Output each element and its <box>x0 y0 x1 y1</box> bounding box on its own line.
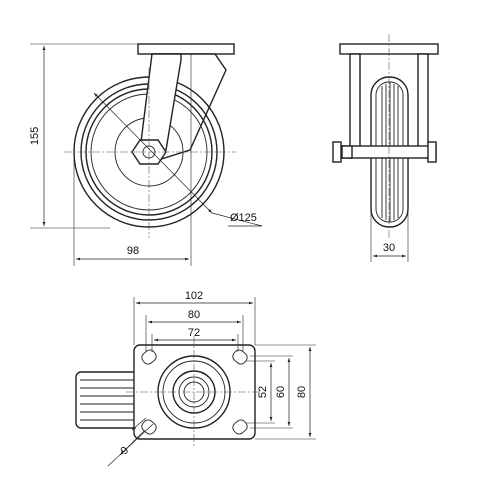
dim-label-overall-height: 155 <box>29 127 41 145</box>
dim-label-hole-span-x: 80 <box>188 309 200 321</box>
dim-label-offset: 98 <box>127 245 139 257</box>
side-view <box>64 43 236 238</box>
dim-label-plate-depth: 80 <box>296 386 308 398</box>
dim-label-wheel-width: 30 <box>383 242 395 254</box>
dim-wheel-diameter: Ø125 <box>93 92 263 227</box>
front-axle-nut-right <box>427 141 437 163</box>
dim-label-slot-span-y: 52 <box>257 386 269 398</box>
side-top-plate <box>137 43 235 55</box>
top-hole-br <box>232 419 248 435</box>
dim-hole-span-y: 60 <box>250 355 293 429</box>
front-fork-left <box>349 53 361 159</box>
dim-slot-span-y: 52 <box>246 360 275 424</box>
dim-label-hole-span-y: 60 <box>275 386 287 398</box>
front-axle-washer <box>341 145 353 159</box>
front-axle-head-left <box>332 141 342 163</box>
front-view <box>332 34 439 240</box>
dim-wheel-width: 30 <box>370 200 409 262</box>
top-hole-tl <box>141 349 157 365</box>
dim-hole-span-x: 80 <box>145 309 244 352</box>
dim-hole-diameter: 9 <box>107 417 154 467</box>
dim-label-plate-width: 102 <box>185 290 203 302</box>
dim-overall-height: 155 <box>29 43 138 229</box>
top-hole-tr <box>232 349 248 365</box>
dim-label-wheel-diameter: Ø125 <box>230 212 257 224</box>
top-view <box>75 336 262 448</box>
dim-slot-span-x: 72 <box>151 327 239 352</box>
front-fork-right <box>417 53 429 159</box>
dim-label-slot-span-x: 72 <box>188 327 200 339</box>
dim-plate-width: 102 <box>133 290 256 345</box>
front-axle-bolt <box>337 145 437 159</box>
dim-plate-depth: 80 <box>255 344 316 440</box>
